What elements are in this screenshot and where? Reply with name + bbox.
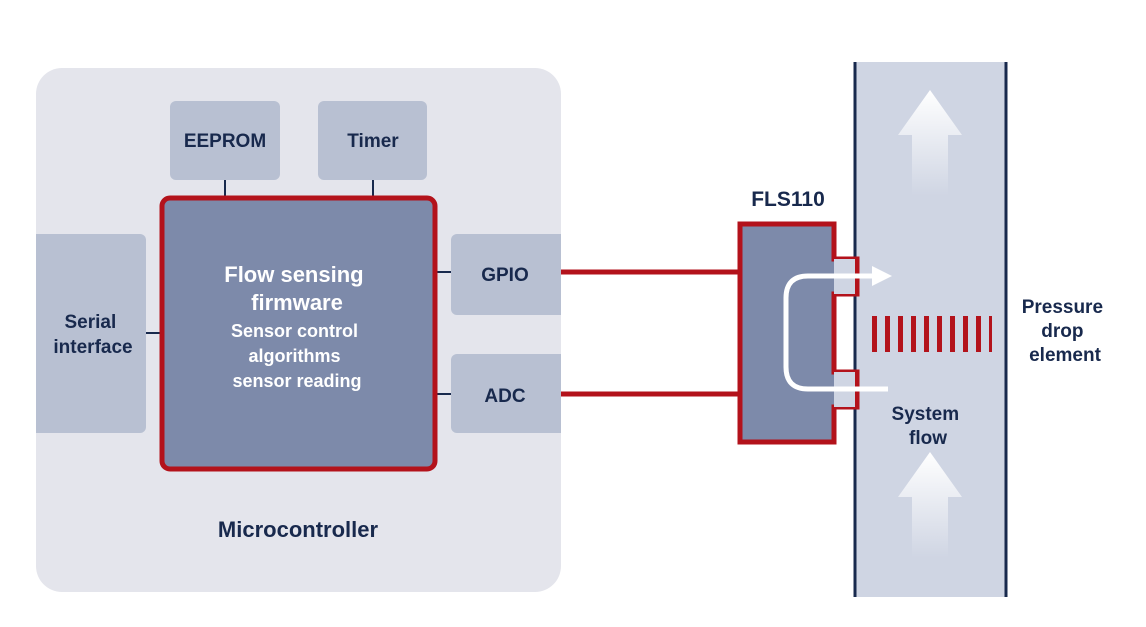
pressure-drop-line-1: Pressure — [1022, 297, 1103, 318]
serial-interface-label: Serial interface — [53, 312, 132, 358]
firmware-detail-line-1: Sensor control — [231, 321, 358, 341]
timer-label: Timer — [347, 131, 399, 152]
adc-module — [451, 354, 561, 433]
firmware-block — [159, 195, 438, 472]
gpio-label: GPIO — [481, 265, 529, 286]
bypass-flow-arrow-icon — [783, 273, 888, 392]
eeprom-label: EEPROM — [184, 131, 266, 152]
serial-interface-line-1: Serial — [64, 312, 116, 333]
system-flow-line-1: System — [892, 404, 960, 425]
eeprom-module — [170, 101, 280, 180]
bypass-arrowhead-icon — [872, 266, 892, 286]
timer-module — [318, 101, 427, 180]
pressure-drop-element — [872, 316, 992, 352]
microcontroller-label: Microcontroller — [218, 517, 379, 542]
flow-arrow-top-icon — [898, 90, 962, 196]
adc-label: ADC — [484, 386, 525, 407]
serial-interface-module — [36, 234, 146, 433]
firmware-details: Sensor control algorithms sensor reading — [231, 321, 363, 391]
firmware-title-line-1: Flow sensing — [224, 262, 363, 287]
firmware-title: Flow sensing firmware — [224, 262, 369, 315]
firmware-detail-line-2: algorithms — [248, 346, 340, 366]
fls110-label: FLS110 — [751, 188, 825, 211]
pressure-drop-label: Pressure drop element — [1022, 297, 1109, 366]
system-flow-line-2: flow — [909, 428, 947, 449]
fls110-sensor-body — [737, 221, 860, 445]
firmware-title-line-2: firmware — [251, 290, 343, 315]
gpio-module — [451, 234, 561, 315]
pressure-drop-line-3: element — [1029, 345, 1101, 366]
firmware-detail-line-3: sensor reading — [232, 371, 361, 391]
system-flow-label: System flow — [892, 404, 965, 449]
flow-arrow-bottom-icon — [898, 452, 962, 558]
pressure-drop-line-2: drop — [1041, 321, 1083, 342]
serial-interface-line-2: interface — [53, 337, 132, 358]
